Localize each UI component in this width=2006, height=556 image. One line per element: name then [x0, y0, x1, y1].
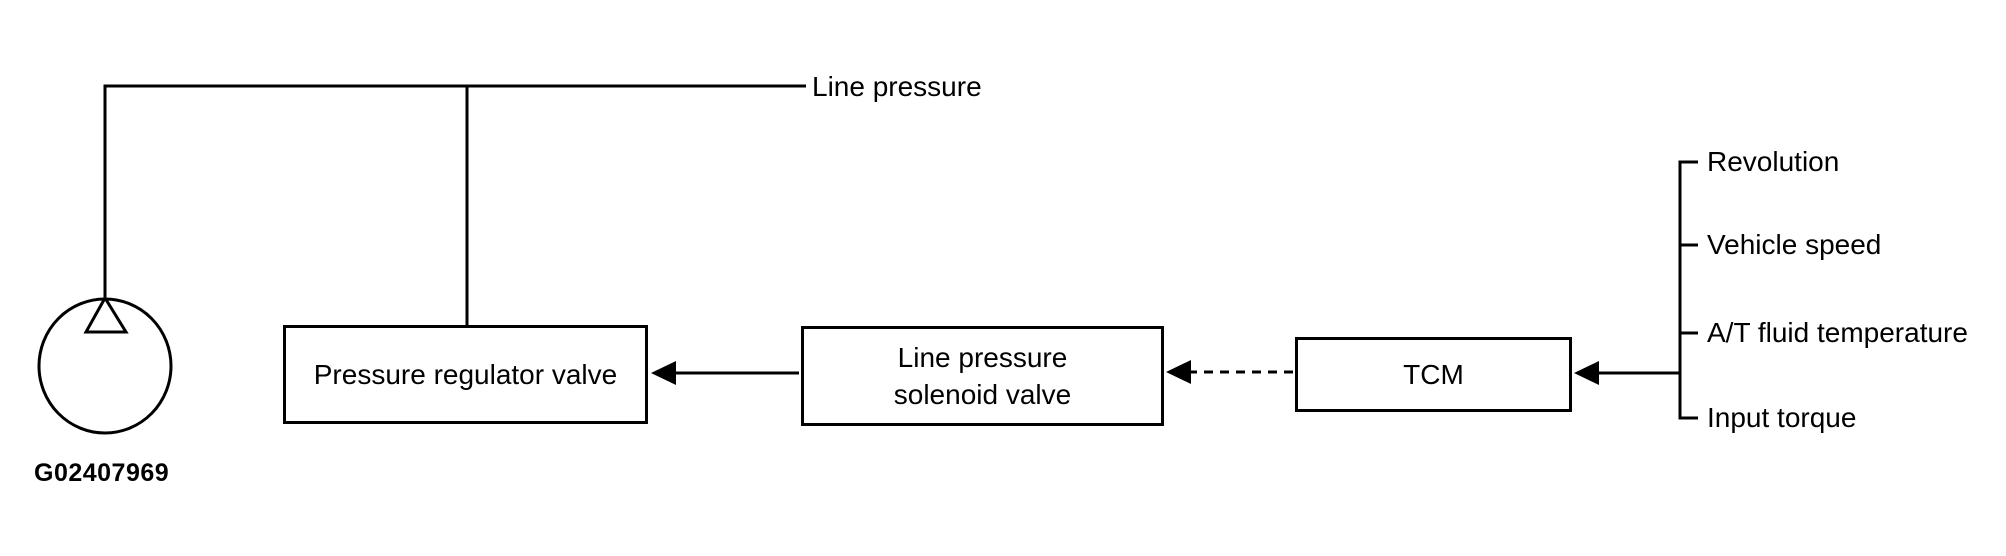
arrowhead-left-icon — [651, 361, 676, 385]
solenoid-valve-label-line2: solenoid valve — [893, 379, 1072, 410]
figure-id-label: G02407969 — [34, 459, 170, 487]
pump-icon — [37, 295, 173, 435]
arrow-solenoid-to-regulator — [651, 361, 799, 385]
pump-triangle-icon — [83, 295, 129, 334]
sensor-bracket — [1678, 160, 1698, 420]
arrowhead-left-icon — [1166, 360, 1191, 384]
line-pressure-label: Line pressure — [812, 71, 982, 102]
tcm-label: TCM — [1403, 359, 1464, 390]
sensor-label-at-fluid-temperature: A/T fluid temperature — [1707, 317, 1968, 348]
arrow-tcm-to-solenoid — [1166, 360, 1293, 384]
sensor-label-vehicle-speed: Vehicle speed — [1707, 229, 1882, 260]
arrow-sensors-to-tcm — [1574, 361, 1680, 385]
sensor-label-input-torque: Input torque — [1707, 402, 1857, 433]
tcm-box: TCM — [1295, 337, 1572, 412]
solenoid-valve-label-line1: Line pressure — [897, 342, 1068, 373]
pressure-regulator-valve-label: Pressure regulator valve — [313, 359, 618, 390]
pressure-regulator-valve-box: Pressure regulator valve — [283, 325, 648, 424]
arrowhead-left-icon — [1574, 361, 1599, 385]
sensor-label-revolution: Revolution — [1707, 146, 1840, 177]
line-pressure-solenoid-valve-box: Line pressure solenoid valve — [801, 326, 1164, 426]
line-pressure-pipe — [103, 84, 806, 300]
